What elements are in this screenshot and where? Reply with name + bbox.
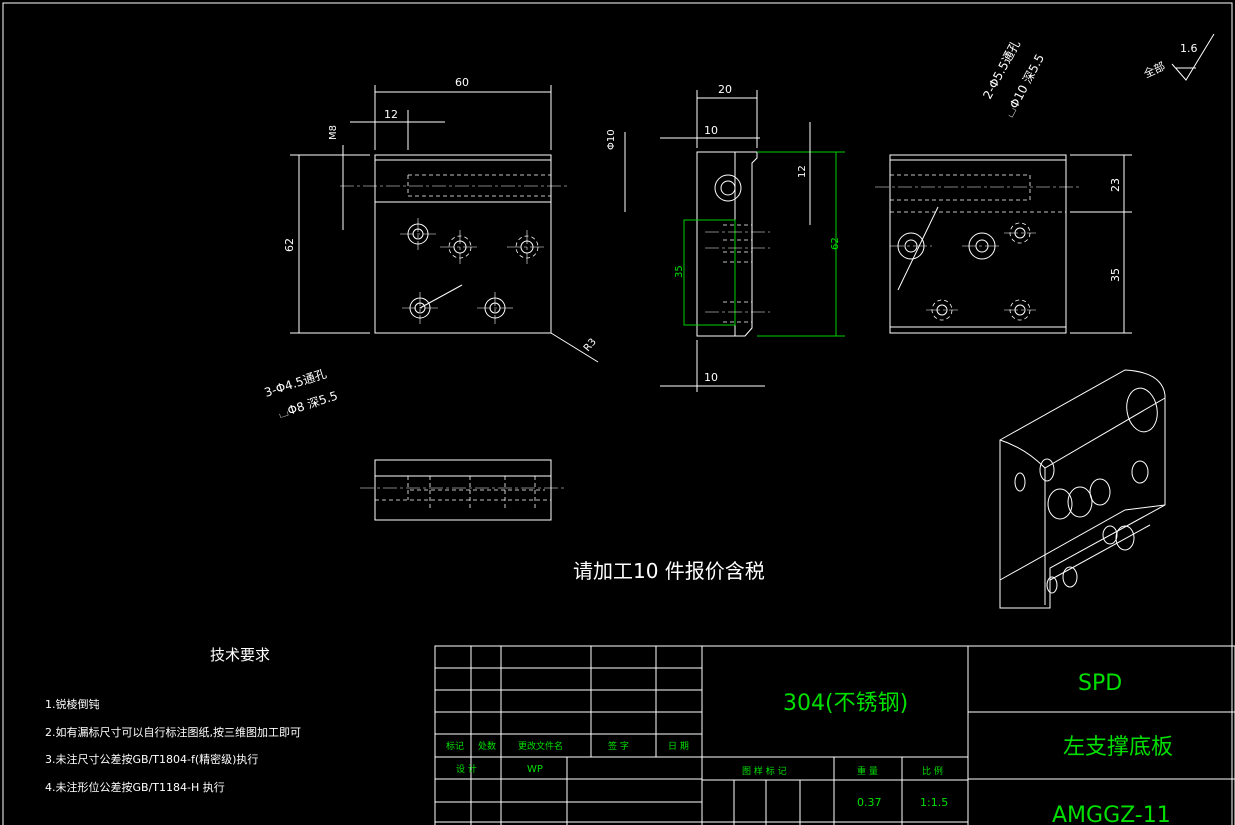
- dim-side-phi: Φ10: [606, 129, 617, 150]
- front-hole-2: [440, 230, 480, 264]
- tb-header-mark: 标记: [446, 740, 464, 752]
- dim-side-upper: 10: [704, 124, 718, 137]
- front-hole-1: [400, 218, 436, 250]
- tb-header-sign: 签 字: [608, 740, 629, 752]
- dim-front-thread: M8: [328, 125, 339, 140]
- tech-req-item-1: 1.锐棱倒钝: [45, 697, 100, 711]
- tb-design-label: 设 计: [456, 763, 477, 775]
- roughness-value: 1.6: [1180, 42, 1198, 55]
- tech-requirements-title: 技术要求: [210, 646, 270, 664]
- roughness-label: 全部: [1141, 59, 1167, 81]
- tb-header-change-file: 更改文件名: [518, 740, 563, 752]
- tech-req-item-4: 4.未注形位公差按GB/T1184-H 执行: [45, 780, 225, 794]
- tb-scale-label: 比 例: [922, 765, 943, 777]
- front-view-outline: [374, 154, 552, 334]
- dim-side-62: 62: [830, 237, 841, 250]
- dim-side-12: 12: [797, 165, 808, 178]
- tb-weight: 0.37: [857, 796, 882, 809]
- tb-weight-label: 重 量: [857, 765, 878, 777]
- tech-req-item-3: 3.未注尺寸公差按GB/T1804-f(精密级)执行: [45, 752, 258, 766]
- dim-right-35: 35: [1109, 268, 1122, 282]
- front-hole-3: [507, 230, 547, 264]
- front-view: 60 12 M8 62 R3 3-Φ4.5通孔 ⌴Φ8 深5.5: [263, 76, 599, 421]
- dim-side-bottom: 10: [704, 371, 718, 384]
- right-view: 2-Φ5.5通孔 ⌴Φ10 深5.5 23 35: [875, 38, 1132, 334]
- tb-stage-label: 图 样 标 记: [742, 765, 787, 777]
- dim-front-hole-offset: 12: [384, 108, 398, 121]
- tb-part-name: 左支撑底板: [1063, 735, 1173, 760]
- dim-front-width: 60: [455, 76, 469, 89]
- dim-front-height: 62: [283, 238, 296, 252]
- tb-company: SPD: [1078, 671, 1122, 696]
- tb-header-date: 日 期: [668, 741, 689, 752]
- tb-designer: WP: [527, 764, 543, 775]
- tb-scale: 1:1.5: [920, 796, 948, 809]
- tb-part-number: AMGGZ-11: [1052, 803, 1171, 825]
- front-hole-5: [477, 292, 513, 324]
- tech-requirements: 技术要求 1.锐棱倒钝 2.如有漏标尺寸可以自行标注图纸,按三维图加工即可 3.…: [45, 646, 301, 794]
- tech-req-item-2: 2.如有漏标尺寸可以自行标注图纸,按三维图加工即可: [45, 725, 301, 739]
- top-view: [360, 459, 565, 521]
- title-block: 标记 处数 更改文件名 签 字 日 期 设 计 WP 304(不锈钢) 图 样 …: [434, 645, 1235, 825]
- quote-note: 请加工10 件报价含税: [573, 559, 765, 583]
- tb-header-count: 处数: [478, 740, 496, 752]
- dim-right-23: 23: [1109, 178, 1122, 192]
- tb-material: 304(不锈钢): [783, 691, 908, 716]
- isometric-view: [999, 369, 1166, 609]
- dim-front-radius: R3: [582, 337, 599, 354]
- dim-side-top: 20: [718, 83, 732, 96]
- side-view: 62 35 20 10 Φ10 12 10: [606, 83, 845, 392]
- dim-side-35: 35: [674, 265, 685, 278]
- roughness-symbol: 全部 1.6: [1141, 33, 1215, 81]
